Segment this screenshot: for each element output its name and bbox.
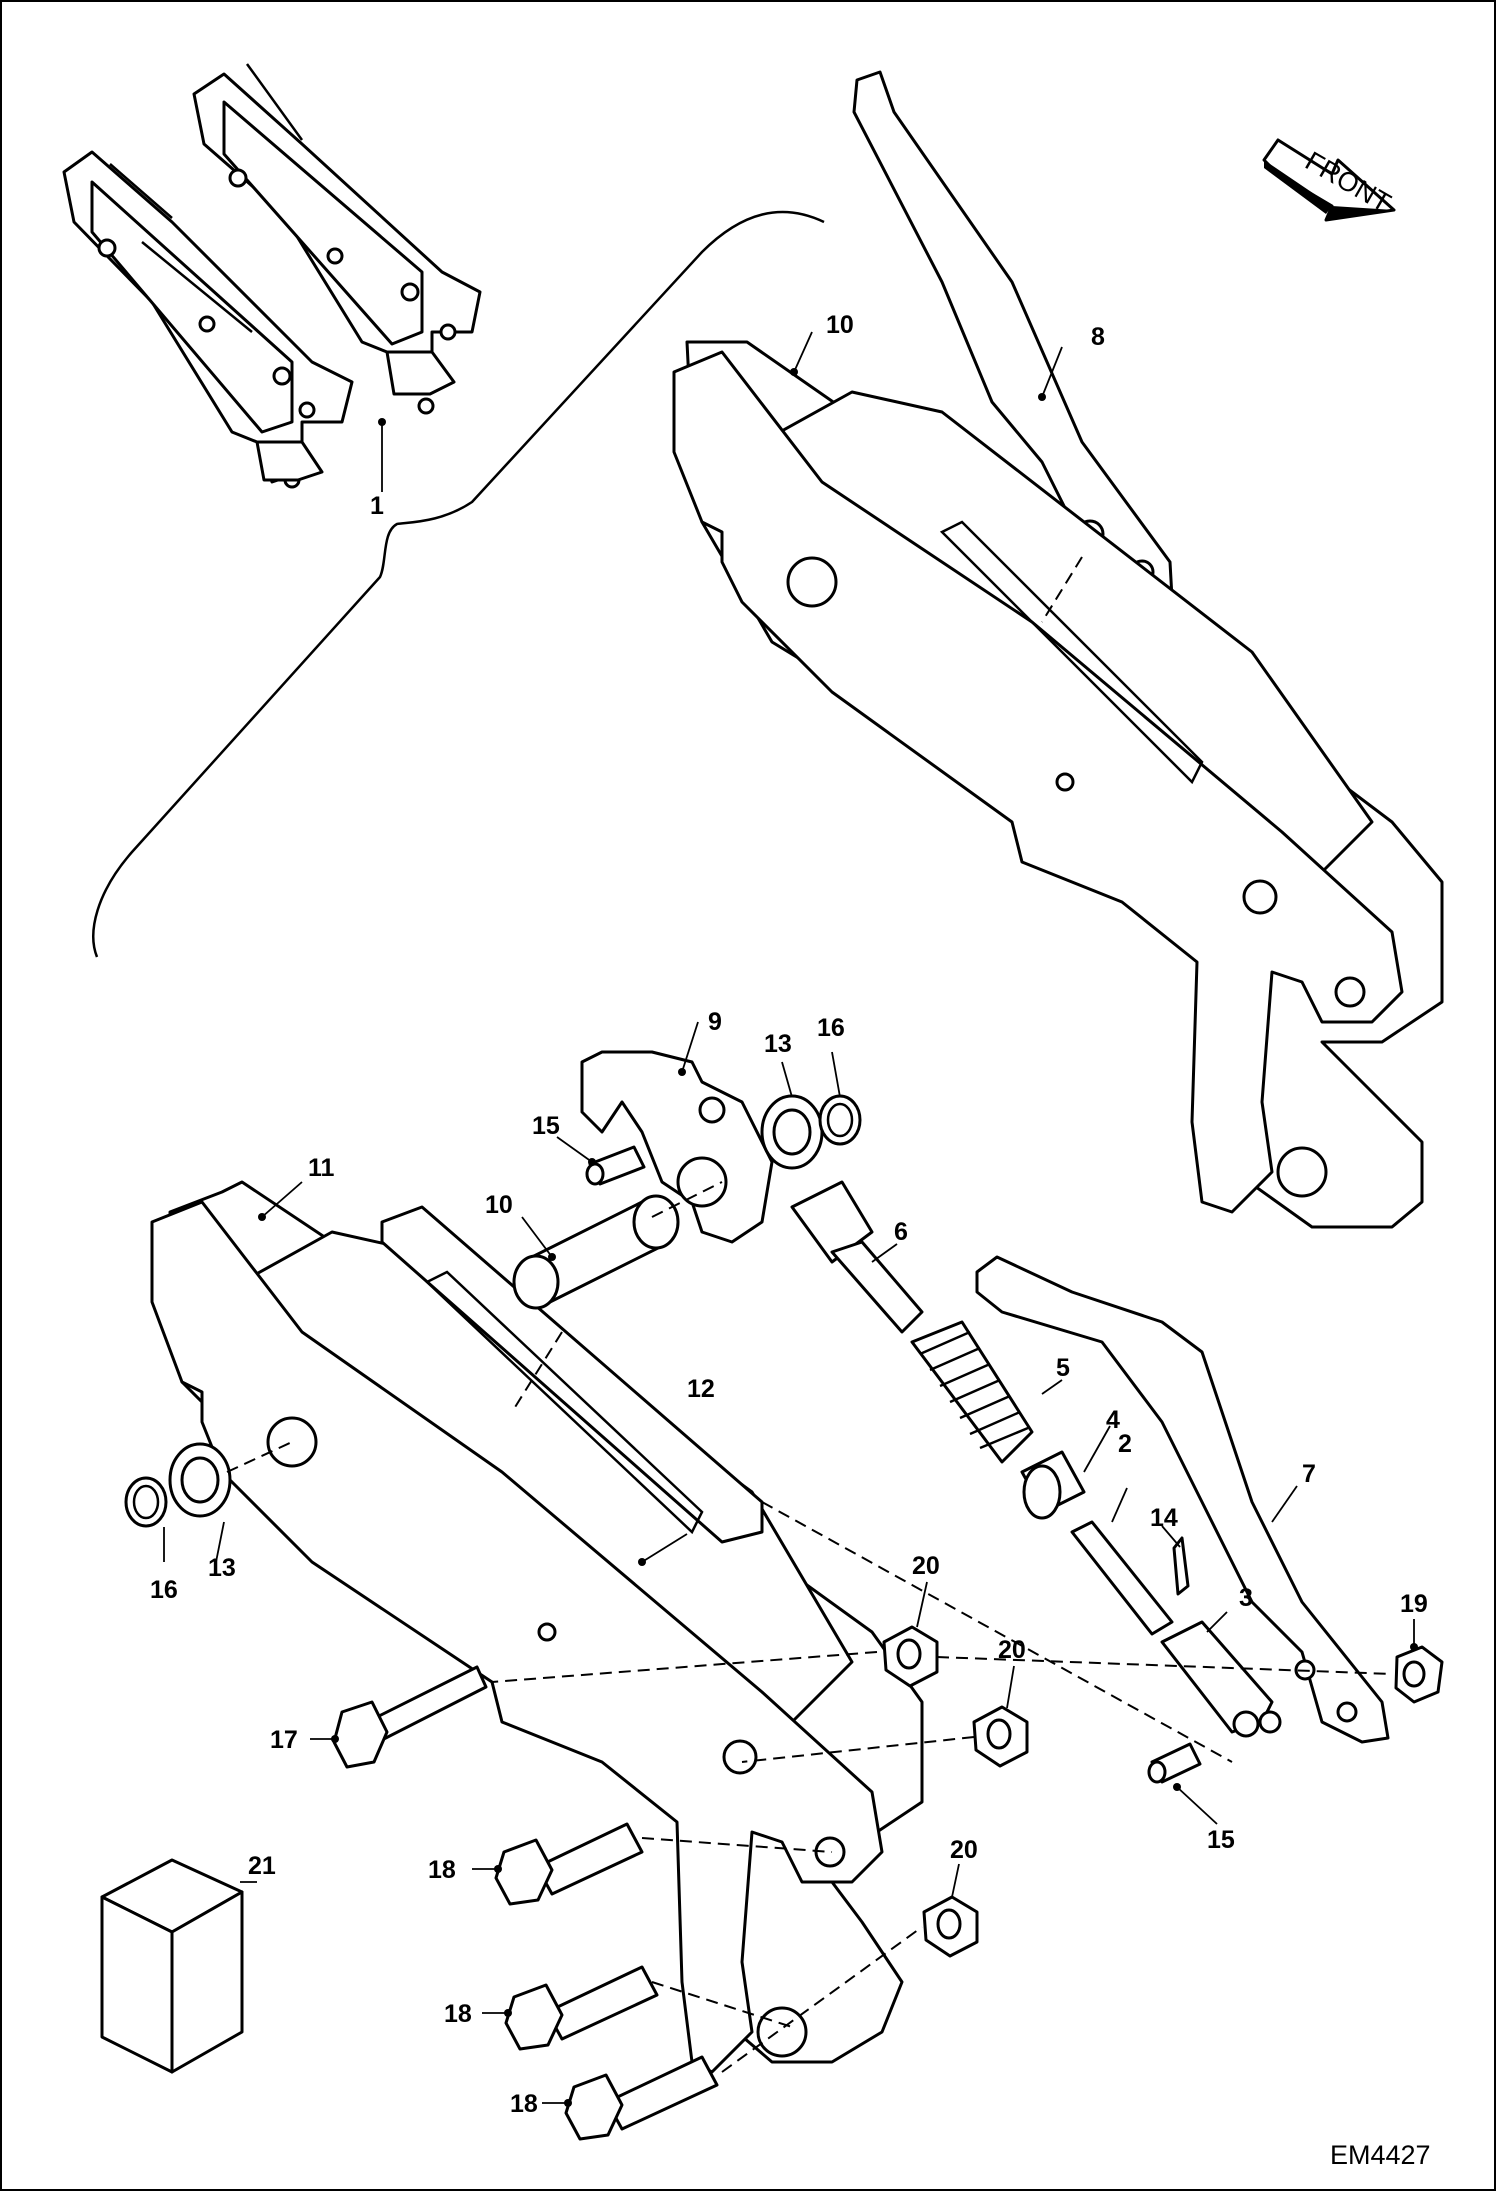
lower-bracket-assembly: [150, 1180, 924, 2074]
part-18-bolts: [494, 1822, 719, 2141]
part-7-lever: [975, 1255, 1390, 1744]
callout-8: 8: [1091, 323, 1105, 351]
callout-14: 14: [1150, 1504, 1178, 1532]
callout-6: 6: [894, 1218, 908, 1246]
callout-13-upper: 13: [764, 1030, 792, 1058]
callout-18-c: 18: [510, 2090, 538, 2118]
callout-13-lower: 13: [208, 1554, 236, 1582]
callout-9: 9: [708, 1008, 722, 1036]
callout-11: 11: [308, 1154, 335, 1182]
callout-7: 7: [1302, 1460, 1316, 1488]
callout-20-a: 20: [912, 1552, 940, 1580]
part-9-latch: [580, 1050, 774, 1244]
callout-20-c: 20: [950, 1836, 978, 1864]
callout-16-upper: 16: [817, 1014, 845, 1042]
callout-16-lower: 16: [150, 1576, 178, 1604]
assembly-overview: [62, 63, 482, 489]
callout-12: 12: [687, 1375, 715, 1403]
callout-15-lower: 15: [1207, 1826, 1235, 1854]
callout-10-upper: 10: [826, 311, 854, 339]
callout-18-a: 18: [428, 1856, 456, 1884]
leader-lines: [163, 331, 1415, 2104]
callout-20-b: 20: [998, 1636, 1026, 1664]
callout-10-lower: 10: [485, 1191, 513, 1219]
callout-21: 21: [248, 1852, 276, 1880]
callout-17: 17: [270, 1726, 298, 1754]
callout-4: 4: [1106, 1406, 1120, 1434]
part-21-kit-box: [100, 1858, 244, 2074]
upper-bracket-assembly: [672, 70, 1444, 1229]
callout-15-upper: 15: [532, 1112, 560, 1140]
callout-5: 5: [1056, 1354, 1070, 1382]
part-5-spring: [910, 1320, 1034, 1464]
callout-labels: 1 2 3 4 5 6 7 8 9 10 10 11 12 13 13 14 1…: [150, 311, 1428, 2118]
part-20-nuts: [882, 1625, 1029, 1958]
leader-dots: [258, 368, 1418, 2107]
callout-2: 2: [1118, 1430, 1132, 1458]
callout-19: 19: [1400, 1590, 1428, 1618]
detail-bubble-outline: [92, 210, 825, 958]
front-direction-arrow-icon: FRONT: [1262, 138, 1396, 222]
callout-3: 3: [1239, 1584, 1253, 1612]
callout-18-b: 18: [444, 2000, 472, 2028]
drawing-code: EM4427: [1330, 2140, 1431, 2170]
callout-1: 1: [370, 492, 384, 520]
